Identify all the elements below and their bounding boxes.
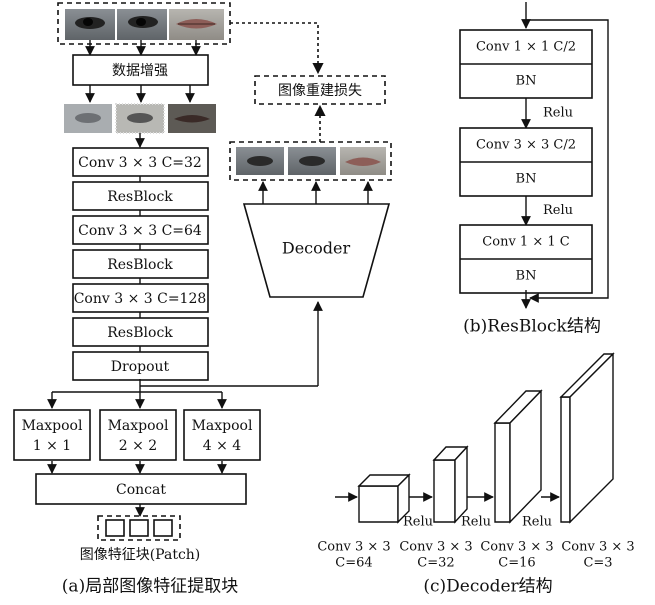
resblock-conv-label: Conv 3 × 3 C/2 (476, 138, 576, 153)
decoder-stage-channels: C=3 (583, 556, 612, 571)
decoder-feature-map-1 (359, 475, 409, 522)
decoder-stage-channels: C=16 (498, 556, 535, 571)
decoder-relu-label: Relu (403, 515, 433, 530)
input-crop-eye-right (117, 9, 167, 40)
resblock-conv-label: Conv 1 × 1 C (482, 235, 569, 250)
maxpool-label: Maxpool (192, 418, 253, 434)
decoder-stage-label: Conv 3 × 3 (399, 540, 472, 555)
reconstructed-crop-mouth (340, 147, 386, 175)
input-crop-mouth (169, 9, 224, 40)
decoder-feature-map-4 (561, 354, 613, 522)
augmented-crop-noise (116, 104, 164, 133)
layer-label: Conv 3 × 3 C=32 (78, 155, 202, 171)
resblock-bn-label: BN (516, 74, 537, 89)
maxpool-size: 4 × 4 (203, 438, 242, 454)
patch-cell (154, 520, 172, 536)
input-crop-eye-left (65, 9, 115, 40)
decoder-stage-label: Conv 3 × 3 (317, 540, 390, 555)
caption-b: (b)ResBlock结构 (463, 317, 601, 337)
patch-cell (106, 520, 124, 536)
maxpool-size: 1 × 1 (33, 438, 71, 454)
decoder-stage-channels: C=64 (335, 556, 372, 571)
augmented-crop-blur (64, 104, 112, 133)
maxpool-size: 2 × 2 (119, 438, 157, 454)
reconstructed-crop-eye-right (288, 147, 336, 175)
layer-label: ResBlock (107, 189, 173, 205)
layer-label: Dropout (111, 359, 170, 375)
decoder-stage-channels: C=32 (417, 556, 454, 571)
decoder-stage-label: Conv 3 × 3 (480, 540, 553, 555)
layer-label: Conv 3 × 3 C=64 (78, 223, 202, 239)
patch-label: 图像特征块(Patch) (80, 547, 201, 563)
decoder-label: Decoder (282, 239, 351, 258)
augmented-crop-dark (168, 104, 216, 133)
layer-label: Conv 3 × 3 C=128 (74, 291, 207, 307)
data-augmentation-label: 数据增强 (112, 63, 168, 79)
reconstructed-crop-eye-left (236, 147, 284, 175)
reconstruction-loss-label: 图像重建损失 (278, 83, 362, 99)
decoder-feature-map-3 (495, 391, 541, 522)
caption-a: (a)局部图像特征提取块 (62, 577, 238, 597)
maxpool-label: Maxpool (108, 418, 169, 434)
resblock-bn-label: BN (516, 269, 537, 284)
resblock-relu-label: Relu (543, 203, 573, 218)
layer-label: ResBlock (107, 257, 173, 273)
maxpool-label: Maxpool (22, 418, 83, 434)
patch-cell (130, 520, 148, 536)
decoder-stage-label: Conv 3 × 3 (561, 540, 634, 555)
layer-label: ResBlock (107, 325, 173, 341)
resblock-conv-label: Conv 1 × 1 C/2 (476, 40, 576, 55)
concat-label: Concat (116, 482, 166, 498)
caption-c: (c)Decoder结构 (423, 577, 552, 597)
decoder-relu-label: Relu (522, 515, 552, 530)
resblock-bn-label: BN (516, 172, 537, 187)
maxpool-group: Maxpool 1 × 1 Maxpool 2 × 2 Maxpool 4 × 4 (14, 410, 260, 460)
resblock-relu-label: Relu (543, 106, 573, 121)
decoder-relu-label: Relu (461, 515, 491, 530)
decoder-feature-map-2 (434, 447, 467, 522)
